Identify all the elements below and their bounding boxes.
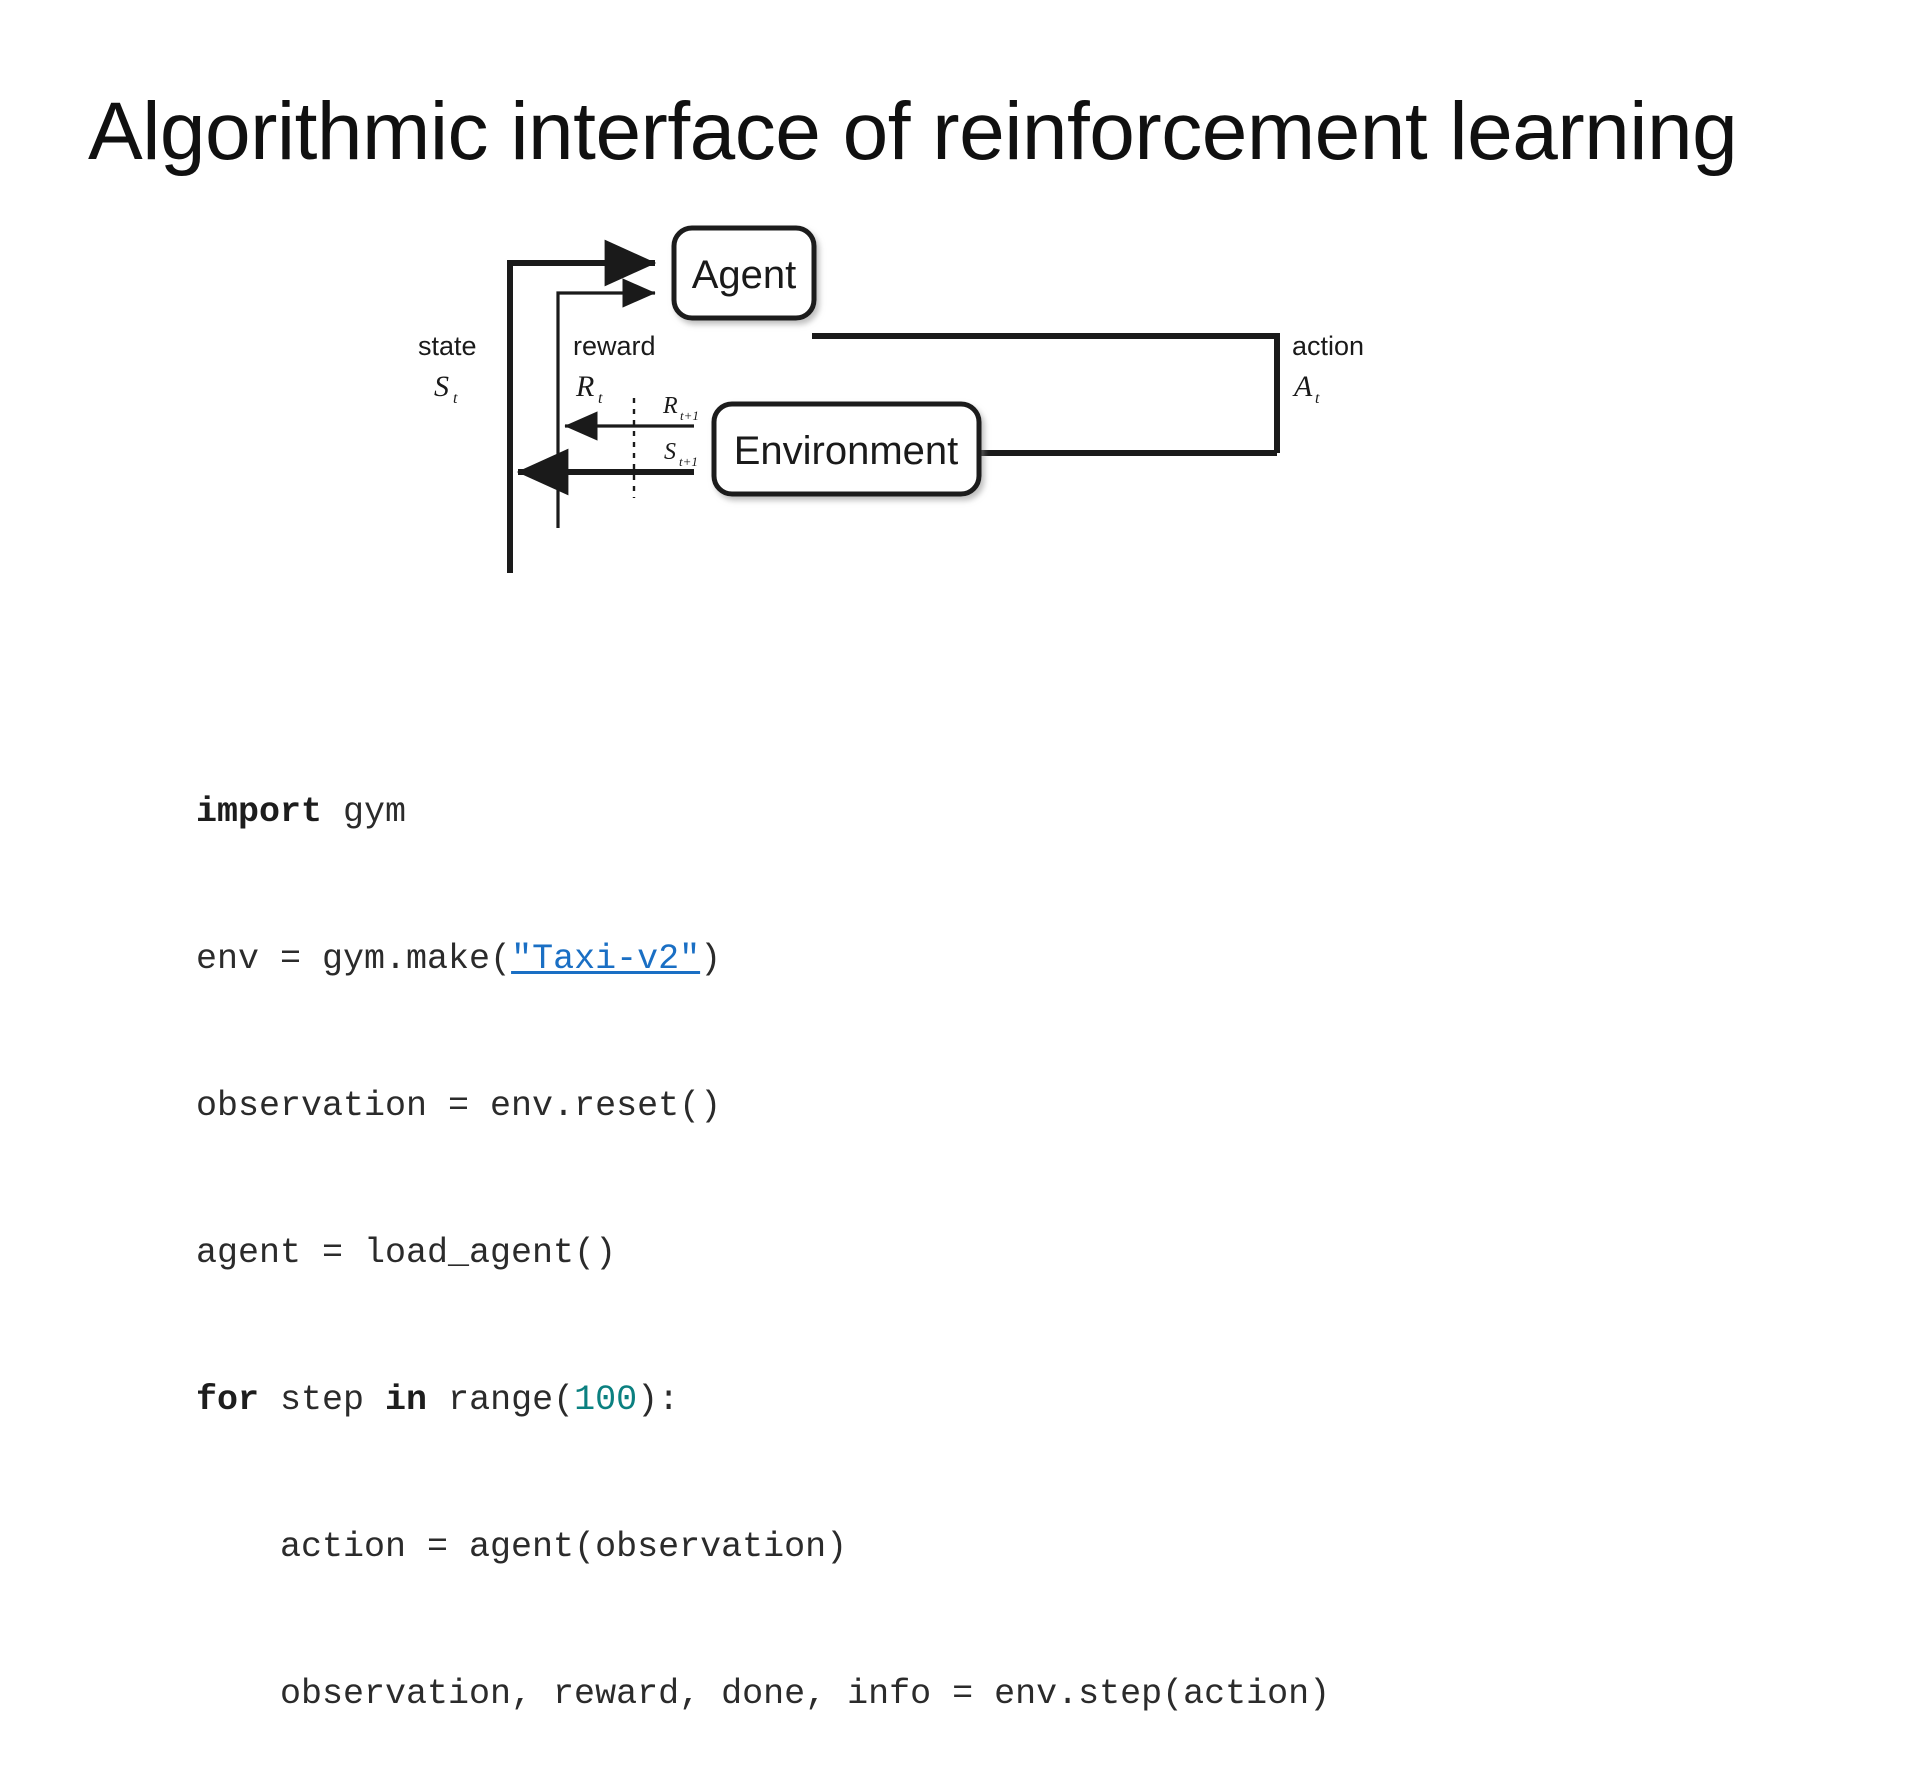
code-keyword-token: import bbox=[196, 792, 323, 832]
reward-symbol: R bbox=[575, 370, 594, 403]
code-text-token: gym bbox=[322, 792, 407, 832]
code-text-token: observation = env.reset() bbox=[196, 1086, 722, 1126]
next-reward-subscript: t+1 bbox=[680, 408, 699, 423]
next-reward-symbol: R bbox=[662, 393, 678, 419]
code-link-token[interactable]: "Taxi-v2" bbox=[511, 939, 701, 979]
environment-label: Environment bbox=[734, 429, 959, 473]
node-agent: Agent bbox=[671, 225, 817, 321]
code-line-1: import gym bbox=[196, 788, 1330, 837]
reward-word: reward bbox=[573, 331, 656, 361]
environment-box bbox=[711, 401, 982, 497]
code-block: import gym env = gym.make("Taxi-v2") obs… bbox=[196, 690, 1330, 1768]
next-state-symbol: S bbox=[664, 439, 676, 465]
agent-box bbox=[671, 225, 817, 321]
code-text-token: ) bbox=[700, 939, 722, 979]
label-reward: reward R t bbox=[573, 331, 656, 407]
node-environment: Environment bbox=[711, 401, 982, 497]
code-line-3: observation = env.reset() bbox=[196, 1082, 1330, 1131]
rl-loop-diagram: Agent Environment state S t reward R t a… bbox=[0, 200, 1920, 580]
code-line-7: observation, reward, done, info = env.st… bbox=[196, 1670, 1330, 1719]
code-text-token: observation, reward, done, info = env.st… bbox=[196, 1674, 1331, 1714]
code-keyword-token: in bbox=[385, 1380, 428, 1420]
code-text-token: range( bbox=[427, 1380, 575, 1420]
reward-subscript: t bbox=[598, 390, 603, 407]
edge-state-path bbox=[507, 239, 657, 573]
action-word: action bbox=[1292, 331, 1364, 361]
state-subscript: t bbox=[453, 390, 458, 407]
code-text-token: agent = load_agent() bbox=[196, 1233, 617, 1273]
next-state-subscript: t+1 bbox=[679, 454, 698, 469]
label-action: action A t bbox=[1292, 331, 1364, 407]
code-text-token: ): bbox=[637, 1380, 680, 1420]
label-next-reward: R t+1 bbox=[662, 393, 699, 423]
code-line-6: action = agent(observation) bbox=[196, 1523, 1330, 1572]
agent-label: Agent bbox=[692, 253, 797, 297]
state-symbol: S bbox=[434, 370, 449, 403]
code-keyword-token: for bbox=[196, 1380, 260, 1420]
rl-loop-diagram-svg: Agent Environment state S t reward R t a… bbox=[418, 225, 1364, 573]
action-subscript: t bbox=[1315, 390, 1320, 407]
code-text-token: step bbox=[259, 1380, 386, 1420]
code-line-5: for step in range(100): bbox=[196, 1376, 1330, 1425]
action-symbol: A bbox=[1292, 370, 1313, 403]
code-number-token: 100 bbox=[574, 1380, 638, 1420]
code-text-token: env = gym.make( bbox=[196, 939, 512, 979]
page-title: Algorithmic interface of reinforcement l… bbox=[88, 85, 1738, 177]
edge-reward-path bbox=[556, 278, 656, 528]
state-word: state bbox=[418, 331, 477, 361]
code-line-2: env = gym.make("Taxi-v2") bbox=[196, 935, 1330, 984]
label-next-state: S t+1 bbox=[664, 439, 698, 469]
code-line-4: agent = load_agent() bbox=[196, 1229, 1330, 1278]
code-text-token: action = agent(observation) bbox=[196, 1527, 848, 1567]
label-state: state S t bbox=[418, 331, 477, 407]
